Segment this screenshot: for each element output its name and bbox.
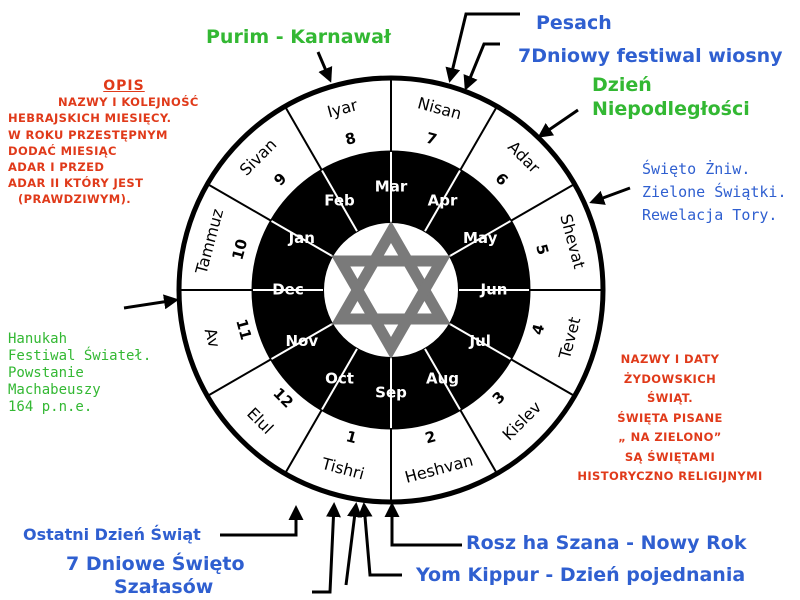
gregorian-month-feb: Feb [324, 191, 355, 209]
independence-label-line1: Dzień [592, 74, 652, 96]
independence-label-line2: Niepodległości [592, 98, 750, 120]
hebrew-month-number: 8 [343, 129, 358, 149]
note-line: „ NA ZIELONO” [618, 430, 722, 444]
pointer-arrow [445, 12, 520, 83]
month-divider [449, 220, 512, 257]
hanukkah-line5: 164 p.n.e. [8, 399, 93, 415]
pointer-arrow [316, 51, 333, 83]
hanukkah-line2: Festiwal Świateł. [8, 348, 152, 364]
opis-description: OPIS NAZWY I KOLEJNOŚĆ HEBRAJSKICH MIESI… [8, 78, 240, 208]
hanukkah-line3: Powstanie [8, 365, 84, 381]
hanukkah-line4: Machabeuszy [8, 382, 101, 398]
gregorian-month-mar: Mar [375, 178, 408, 196]
shavuot-label-line2: Zielone Świątki. [642, 183, 787, 201]
opis-line: W ROKU PRZESTĘPNYM [8, 127, 168, 142]
month-divider [321, 348, 358, 411]
shavuot-label-line1: Święto Żniw. [642, 160, 751, 178]
note-line: ŚWIĘTA PISANE [617, 410, 723, 425]
hebrew-divider [206, 183, 272, 222]
note-line: SĄ ŚWIĘTAMI [624, 449, 716, 464]
hebrew-month-number: 7 [424, 129, 439, 149]
pointer-arrow [344, 502, 362, 586]
month-divider [424, 348, 461, 411]
gregorian-month-sep: Sep [375, 384, 407, 402]
star-triangle-up [331, 220, 451, 325]
note-line: ŻYDOWSKICH [623, 371, 717, 386]
opis-line: ADAR I PRZED [8, 160, 105, 175]
hebrew-divider [284, 409, 323, 475]
gregorian-month-may: May [463, 229, 498, 247]
month-divider [321, 169, 358, 232]
sukkot-label-line2: Szałasów [114, 576, 214, 598]
gregorian-month-dec: Dec [272, 281, 304, 299]
gregorian-month-oct: Oct [325, 370, 354, 388]
star-triangle-down [331, 255, 451, 360]
pointer-arrow [357, 502, 402, 577]
sukkot-label-line1: 7 Dniowe Święto [66, 553, 245, 575]
opis-line: NAZWY I KOLEJNOŚĆ [58, 95, 199, 110]
month-divider [270, 220, 333, 257]
hebrew-divider [510, 358, 576, 397]
hebrew-month-number: 4 [528, 322, 548, 337]
opis-line: HEBRAJSKICH MIESIĘCY. [8, 111, 172, 126]
opis-title: OPIS [103, 78, 145, 94]
purim-label: Purim - Karnawał [206, 26, 391, 48]
hebrew-divider [206, 358, 272, 397]
hebrew-divider [510, 183, 576, 222]
pesach-label: Pesach [536, 12, 612, 34]
note-line: HISTORYCZNO RELIGIJNYMI [577, 469, 763, 483]
month-divider [424, 169, 461, 232]
pointer-arrow [123, 294, 179, 310]
holiday-names-note: NAZWY I DATY ŻYDOWSKICH ŚWIĄT. ŚWIĘTA PI… [560, 350, 780, 487]
hebrew-month-number: 11 [232, 317, 255, 342]
gregorian-month-jul: Jul [468, 332, 490, 350]
note-line: NAZWY I DATY [620, 352, 720, 366]
pointer-arrow [537, 108, 579, 138]
pointer-arrow [463, 42, 500, 91]
note-line: ŚWIĄT. [646, 391, 694, 405]
opis-line: (PRAWDZIWYM). [18, 192, 132, 207]
rosh-label: Rosz ha Szana - Nowy Rok [466, 532, 747, 554]
pointer-arrow [312, 502, 341, 594]
month-divider [449, 323, 512, 360]
pointer-arrow [384, 502, 462, 547]
hebrew-month-number: 2 [423, 427, 438, 447]
opis-line: DODAĆ MIESIĄC [8, 143, 117, 158]
hebrew-month-name: Av [201, 326, 224, 350]
pointer-arrow [589, 186, 631, 205]
gregorian-month-jan: Jan [288, 229, 315, 247]
gregorian-month-apr: Apr [428, 191, 458, 209]
arrows [123, 12, 631, 594]
hebrew-divider [284, 105, 323, 171]
month-divider [270, 323, 333, 360]
gregorian-month-nov: Nov [285, 332, 318, 350]
shavuot-label-line3: Rewelacja Tory. [642, 206, 778, 224]
hanukkah-line1: Hanukah [8, 331, 68, 347]
gregorian-month-jun: Jun [480, 281, 508, 299]
hebrew-divider [459, 105, 498, 171]
hebrew-month-av: 11 Av [201, 317, 255, 350]
hebrew-month-number: 1 [344, 427, 359, 447]
hebrew-month-number: 5 [532, 242, 552, 257]
hebrew-divider [459, 409, 498, 475]
yom-label: Yom Kippur - Dzień pojednania [416, 564, 746, 586]
spring-festival-label: 7Dniowy festiwal wiosny [518, 45, 783, 67]
opis-line: ADAR II KTÓRY JEST [8, 176, 144, 191]
hebrew-month-number: 10 [228, 237, 251, 262]
last-day-label: Ostatni Dzień Świąt [23, 525, 201, 544]
pointer-arrow [220, 505, 304, 537]
gregorian-month-aug: Aug [426, 370, 459, 388]
